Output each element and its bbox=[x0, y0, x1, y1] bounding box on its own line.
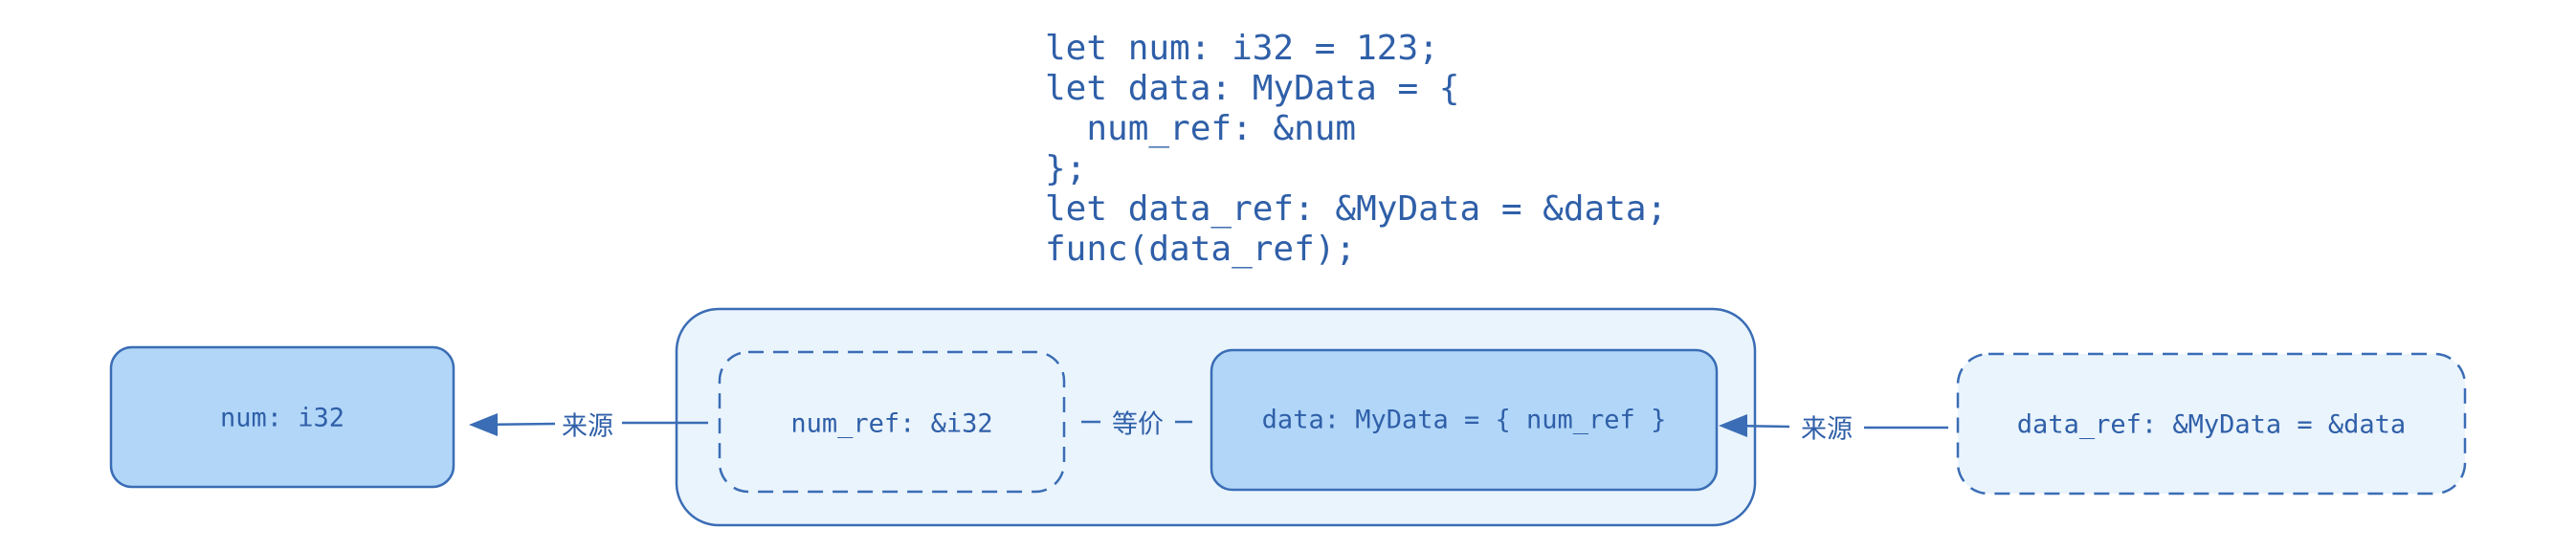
source-left-label: 来源 bbox=[556, 405, 619, 443]
data-box bbox=[1210, 348, 1719, 492]
num-box-label: num: i32 bbox=[219, 403, 345, 433]
code-line: func(data_ref); bbox=[1045, 230, 1357, 269]
code-line: num_ref: &num bbox=[1045, 109, 1357, 148]
equivalent-label: 等价 bbox=[1106, 403, 1169, 441]
num-ref-box bbox=[718, 350, 1066, 494]
source-right-label: 来源 bbox=[1795, 408, 1858, 446]
code-snippet: let num: i32 = 123;let data: MyData = { … bbox=[1045, 29, 1667, 270]
data-ref-box bbox=[1956, 352, 2467, 496]
num-ref-box-label: num_ref: &i32 bbox=[790, 408, 993, 439]
code-line: let data: MyData = { bbox=[1045, 69, 1460, 108]
code-line: }; bbox=[1045, 149, 1087, 188]
source-right-arrowhead bbox=[1719, 414, 1747, 437]
data-ref-box-label: data_ref: &MyData = &data bbox=[2016, 409, 2407, 440]
source-left-arrowhead bbox=[469, 413, 498, 436]
data-box-label: data: MyData = { num_ref } bbox=[1261, 405, 1667, 435]
num-box bbox=[109, 345, 455, 489]
code-line: let data_ref: &MyData = &data; bbox=[1045, 189, 1668, 229]
code-line: let num: i32 = 123; bbox=[1045, 29, 1439, 68]
